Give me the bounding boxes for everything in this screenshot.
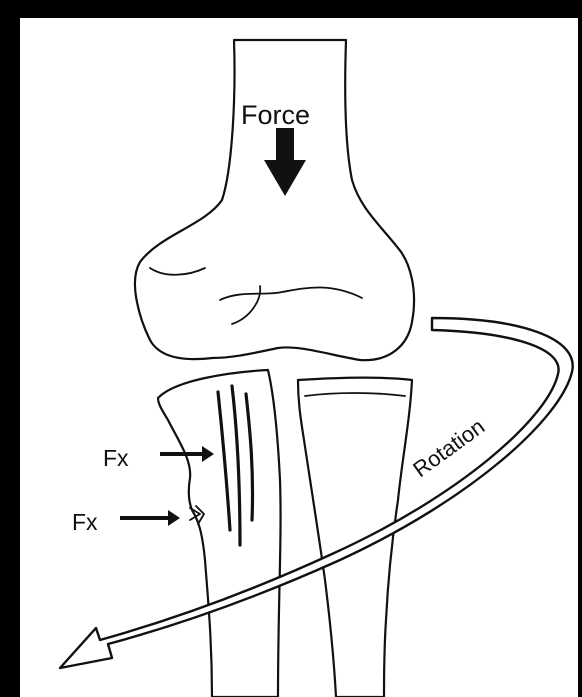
fx-label-upper: Fx bbox=[103, 445, 129, 471]
fx-label-lower: Fx bbox=[72, 509, 98, 535]
force-label: Force bbox=[241, 100, 310, 130]
